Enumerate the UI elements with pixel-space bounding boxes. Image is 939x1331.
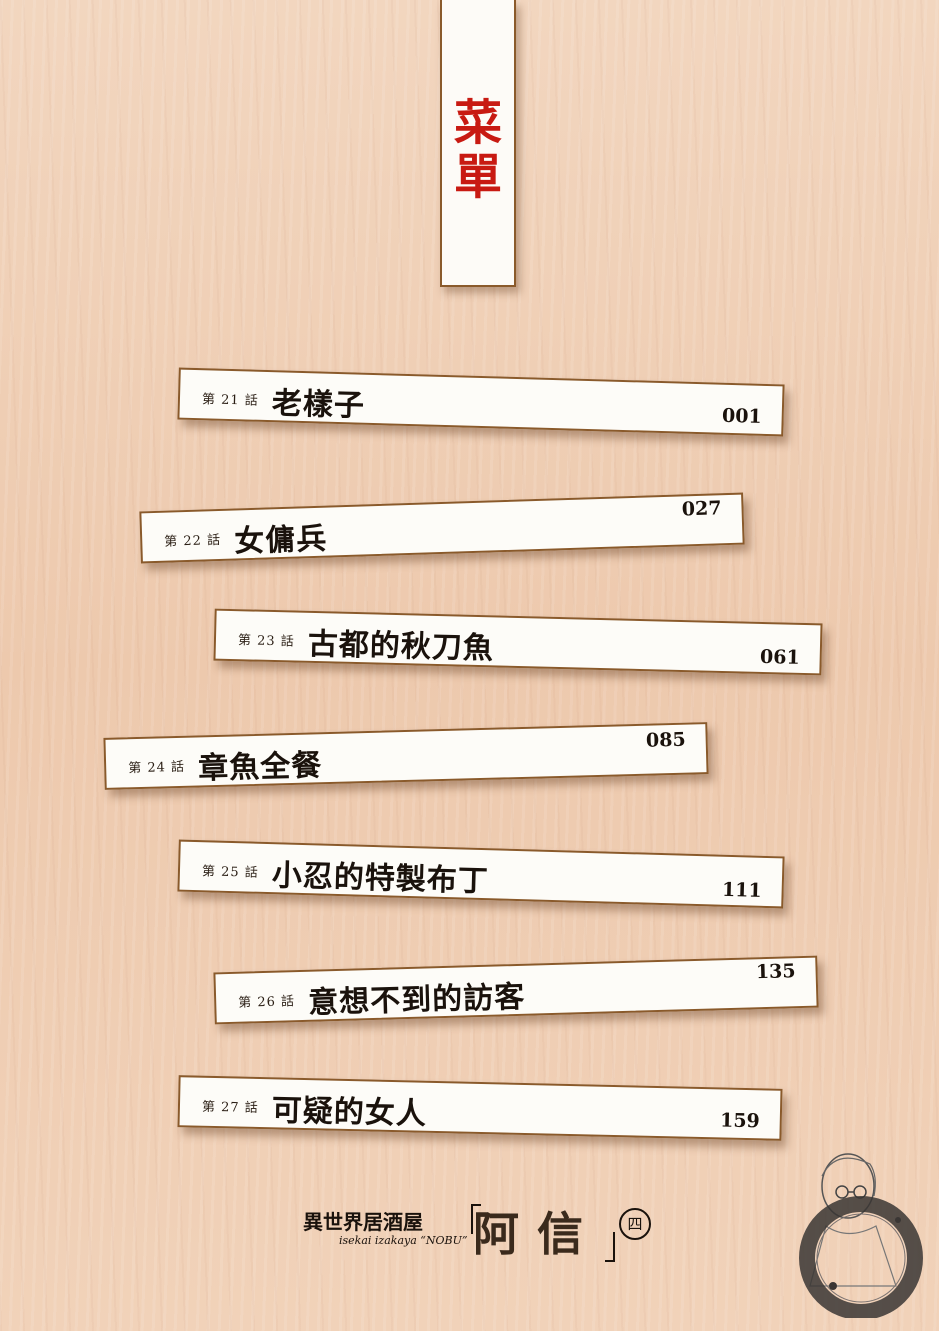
chapter-strip-23[interactable]: 第 23 話 古都的秋刀魚 061 bbox=[213, 608, 823, 676]
chapter-title: 意想不到的訪客 bbox=[307, 979, 526, 1021]
chapter-page: 001 bbox=[721, 404, 763, 428]
chapter-title: 章魚全餐 bbox=[197, 748, 323, 787]
series-name: 阿信 bbox=[473, 1207, 601, 1261]
chapter-label: 第 27 話 bbox=[201, 1099, 259, 1116]
bracket-close bbox=[605, 1232, 615, 1262]
chapter-label: 第 22 話 bbox=[164, 532, 222, 550]
series-japanese-title: 異世界居酒屋 bbox=[303, 1210, 423, 1234]
chapter-label: 第 26 話 bbox=[238, 994, 296, 1011]
chapter-title: 女傭兵 bbox=[233, 521, 328, 560]
chapter-label: 第 21 話 bbox=[201, 392, 259, 409]
chapter-strip-25[interactable]: 第 25 話 小忍的特製布丁 111 bbox=[177, 839, 785, 909]
chapter-strip-22[interactable]: 第 22 話 女傭兵 027 bbox=[139, 492, 745, 564]
chapter-title: 小忍的特製布丁 bbox=[271, 858, 490, 900]
stamp-illustration-icon bbox=[799, 1153, 923, 1320]
chapter-strip-24[interactable]: 第 24 話 章魚全餐 085 bbox=[103, 722, 709, 790]
bracket-open bbox=[471, 1204, 481, 1234]
series-logo: 異世界居酒屋 isekai izakaya “NOBU” 阿信 四 bbox=[303, 1198, 663, 1268]
volume-number: 四 bbox=[619, 1208, 651, 1240]
chapter-page: 061 bbox=[759, 645, 800, 669]
scanlator-stamp bbox=[786, 1146, 936, 1320]
chapter-strip-26[interactable]: 第 26 話 意想不到的訪客 135 bbox=[213, 955, 819, 1025]
chapter-page: 027 bbox=[681, 497, 722, 521]
chapter-title: 老樣子 bbox=[271, 386, 366, 424]
chapter-page: 111 bbox=[721, 878, 762, 902]
chapter-page: 085 bbox=[645, 728, 686, 752]
chapter-strip-27[interactable]: 第 27 話 可疑的女人 159 bbox=[177, 1075, 783, 1141]
chapter-strip-21[interactable]: 第 21 話 老樣子 001 bbox=[177, 367, 785, 437]
chapter-label: 第 24 話 bbox=[128, 759, 186, 777]
menu-title-tag: 菜 單 bbox=[440, 0, 516, 287]
chapter-page: 135 bbox=[755, 960, 796, 984]
menu-title-char-1: 菜 bbox=[453, 95, 502, 151]
chapter-page: 159 bbox=[719, 1109, 761, 1133]
chapter-title: 可疑的女人 bbox=[271, 1093, 428, 1132]
menu-title-char-2: 單 bbox=[453, 149, 502, 205]
chapter-title: 古都的秋刀魚 bbox=[307, 626, 495, 667]
chapter-label: 第 23 話 bbox=[237, 633, 295, 650]
series-english-title: isekai izakaya “NOBU” bbox=[339, 1234, 468, 1247]
chapter-label: 第 25 話 bbox=[201, 864, 259, 881]
